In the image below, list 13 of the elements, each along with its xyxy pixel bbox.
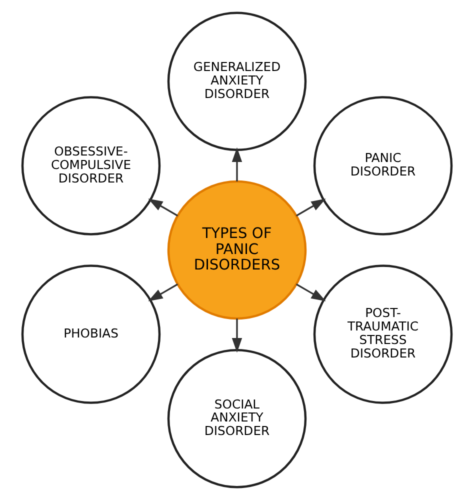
- arrow: [148, 198, 178, 216]
- arrow: [232, 318, 242, 353]
- node-circle: OBSESSIVE-COMPULSIVE DISORDER: [21, 96, 161, 236]
- node-circle: PANIC DISORDER: [313, 96, 453, 236]
- node-circle: PHOBIAS: [21, 264, 161, 404]
- node-circle: GENERALIZED ANXIETY DISORDER: [167, 12, 307, 152]
- node-circle: POST-TRAUMATIC STRESS DISORDER: [313, 264, 453, 404]
- arrow: [296, 284, 326, 302]
- arrow: [148, 284, 178, 302]
- arrow: [232, 147, 242, 182]
- arrow: [296, 198, 326, 216]
- node-circle: TYPES OF PANIC DISORDERS: [167, 180, 307, 320]
- node-circle: SOCIAL ANXIETY DISORDER: [167, 348, 307, 488]
